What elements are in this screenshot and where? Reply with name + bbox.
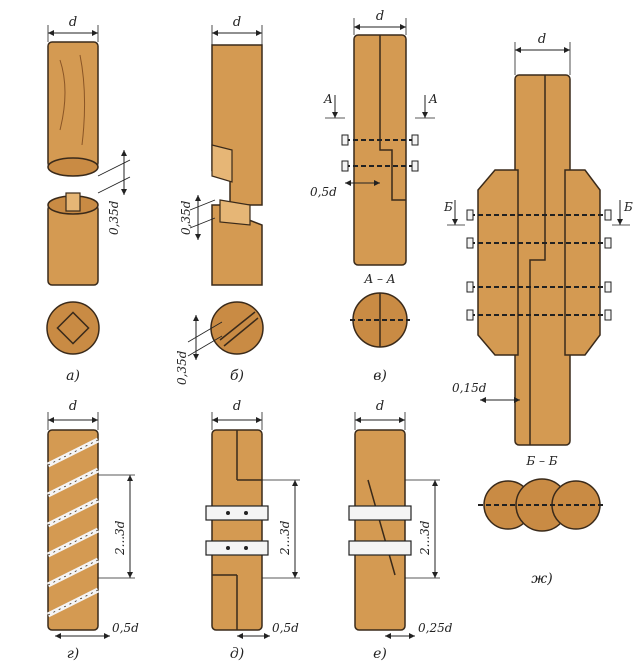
section-mark-a-right: A <box>428 92 438 106</box>
caption-v: в) <box>373 368 387 384</box>
dim-d: d <box>233 15 241 30</box>
bolt <box>341 134 419 146</box>
caption-g: г) <box>67 646 80 662</box>
section-mark-a-left: A <box>323 92 333 106</box>
dim-range: 2...3d <box>113 520 127 556</box>
scarf-line <box>212 430 262 630</box>
wood-grain <box>59 54 86 146</box>
dim-015d: 0,15d <box>452 381 487 395</box>
dim-d: d <box>233 399 241 414</box>
scarf-line <box>379 35 406 201</box>
caption-d: д) <box>230 646 244 662</box>
wire-wrap <box>46 437 100 618</box>
log <box>354 429 406 631</box>
section-square <box>56 311 90 345</box>
joint-d: d 2...3d 0,5d д) <box>205 399 300 662</box>
scarf-face <box>219 199 251 226</box>
dim-d: d <box>69 399 77 414</box>
dim-035d-section: 0,35d <box>175 350 189 385</box>
caption-e: е) <box>373 646 387 662</box>
dim-range: 2...3d <box>418 520 432 556</box>
dim-d: d <box>376 9 384 24</box>
dim-d: d <box>538 32 546 47</box>
side-splice-plate <box>477 169 519 356</box>
steel-clamp <box>348 505 412 521</box>
bolt <box>466 237 612 249</box>
scarf-face <box>211 144 233 183</box>
dim-d: d <box>376 399 384 414</box>
dim-05d: 0,5d <box>112 621 139 635</box>
section-bb-title: Б – Б <box>525 454 557 468</box>
side-splice-plate <box>564 169 601 356</box>
joint-a: d 0,35d а) <box>46 15 131 384</box>
steel-clamp <box>205 505 269 521</box>
steel-clamp <box>205 540 269 556</box>
dim-035d: 0,35d <box>107 200 121 235</box>
dim-d: d <box>69 15 77 30</box>
bolt <box>466 309 612 321</box>
dim-035d: 0,35d <box>179 200 193 235</box>
caption-b: б) <box>230 368 244 384</box>
scarf-line <box>529 75 546 445</box>
cross-section <box>46 301 100 355</box>
dim-05d: 0,5d <box>310 185 337 199</box>
dim-range: 2...3d <box>278 520 292 556</box>
section-mark-b-left: Б <box>443 200 453 214</box>
joint-e: d 2...3d 0,25d е) <box>348 399 453 662</box>
bolt <box>341 160 419 172</box>
section-aa-title: A – A <box>364 272 396 286</box>
log-lower <box>47 204 99 286</box>
dim-025d: 0,25d <box>418 621 453 635</box>
joint-zh: d Б Б 0,15d Б – Б ж) <box>443 32 633 587</box>
bolt <box>466 209 612 221</box>
joint-v: d A A 0,5d A – A в) <box>310 9 438 384</box>
caption-zh: ж) <box>531 571 552 587</box>
dim-05d: 0,5d <box>272 621 299 635</box>
cross-section <box>210 301 264 355</box>
scarf-line <box>367 479 396 576</box>
section-mark-b-right: Б <box>623 200 633 214</box>
log-end <box>47 157 99 177</box>
log-upper <box>47 41 99 168</box>
steel-clamp <box>348 540 412 556</box>
log-upper <box>211 44 263 206</box>
joint-g: d 2...3d 0,5d г) <box>46 399 139 662</box>
joint-b: d 0,35d 0,35d б) <box>175 15 264 385</box>
caption-a: а) <box>66 368 80 384</box>
bolt <box>466 281 612 293</box>
tenon <box>65 192 81 212</box>
